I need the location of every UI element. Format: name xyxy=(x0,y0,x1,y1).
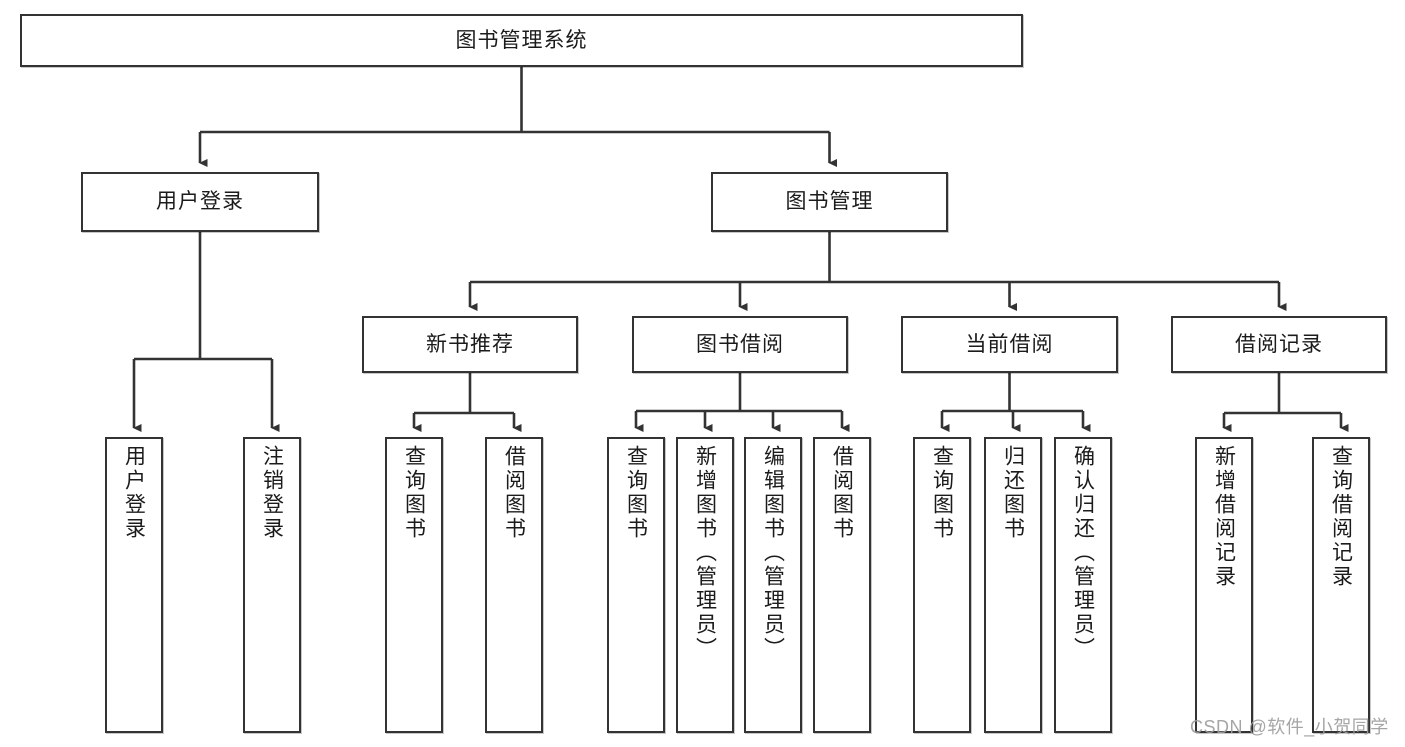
node-leaf-query-record[interactable]: 查询借阅记录 xyxy=(1312,437,1370,733)
node-leaf-query-book-1-label: 查询图书 xyxy=(402,445,426,541)
node-leaf-user-login-label: 用户登录 xyxy=(122,445,146,541)
node-leaf-query-record-label: 查询借阅记录 xyxy=(1329,445,1353,589)
node-root[interactable]: 图书管理系统 xyxy=(20,14,1023,67)
node-book-borrow-label: 图书借阅 xyxy=(696,332,784,356)
node-leaf-logout[interactable]: 注销登录 xyxy=(243,437,301,733)
node-new-book-recommend-label: 新书推荐 xyxy=(426,332,514,356)
node-leaf-borrow-book-2-label: 借阅图书 xyxy=(830,445,854,541)
node-user-login-label: 用户登录 xyxy=(156,190,244,214)
node-leaf-add-record[interactable]: 新增借阅记录 xyxy=(1195,437,1253,733)
node-leaf-return-book-label: 归还图书 xyxy=(1001,445,1025,541)
node-book-borrow[interactable]: 图书借阅 xyxy=(632,316,848,373)
node-leaf-confirm-return[interactable]: 确认归还（管理员） xyxy=(1054,437,1112,733)
node-book-manage[interactable]: 图书管理 xyxy=(711,172,948,232)
node-new-book-recommend[interactable]: 新书推荐 xyxy=(362,316,578,373)
node-leaf-add-book-label: 新增图书（管理员） xyxy=(693,445,717,661)
node-borrow-record-label: 借阅记录 xyxy=(1235,332,1323,356)
node-leaf-add-record-label: 新增借阅记录 xyxy=(1212,445,1236,589)
node-current-borrow[interactable]: 当前借阅 xyxy=(901,316,1118,373)
node-leaf-add-book[interactable]: 新增图书（管理员） xyxy=(676,437,734,733)
node-root-label: 图书管理系统 xyxy=(455,28,588,52)
node-leaf-borrow-book-2[interactable]: 借阅图书 xyxy=(813,437,871,733)
node-current-borrow-label: 当前借阅 xyxy=(965,332,1054,356)
node-leaf-query-book-3[interactable]: 查询图书 xyxy=(913,437,971,733)
node-leaf-edit-book[interactable]: 编辑图书（管理员） xyxy=(744,437,802,733)
node-leaf-query-book-2-label: 查询图书 xyxy=(624,445,648,541)
node-book-manage-label: 图书管理 xyxy=(785,190,874,214)
watermark: CSDN @软件_小贺同学 xyxy=(1190,717,1389,737)
node-borrow-record[interactable]: 借阅记录 xyxy=(1171,316,1387,373)
node-leaf-query-book-3-label: 查询图书 xyxy=(930,445,954,541)
node-leaf-query-book-2[interactable]: 查询图书 xyxy=(607,437,665,733)
node-leaf-return-book[interactable]: 归还图书 xyxy=(984,437,1042,733)
node-leaf-logout-label: 注销登录 xyxy=(260,445,284,541)
node-leaf-edit-book-label: 编辑图书（管理员） xyxy=(761,445,785,661)
node-user-login[interactable]: 用户登录 xyxy=(81,172,319,232)
node-leaf-confirm-return-label: 确认归还（管理员） xyxy=(1071,445,1095,661)
node-leaf-borrow-book-1[interactable]: 借阅图书 xyxy=(485,437,543,733)
node-leaf-query-book-1[interactable]: 查询图书 xyxy=(385,437,443,733)
node-leaf-user-login[interactable]: 用户登录 xyxy=(105,437,163,733)
node-leaf-borrow-book-1-label: 借阅图书 xyxy=(502,445,526,541)
